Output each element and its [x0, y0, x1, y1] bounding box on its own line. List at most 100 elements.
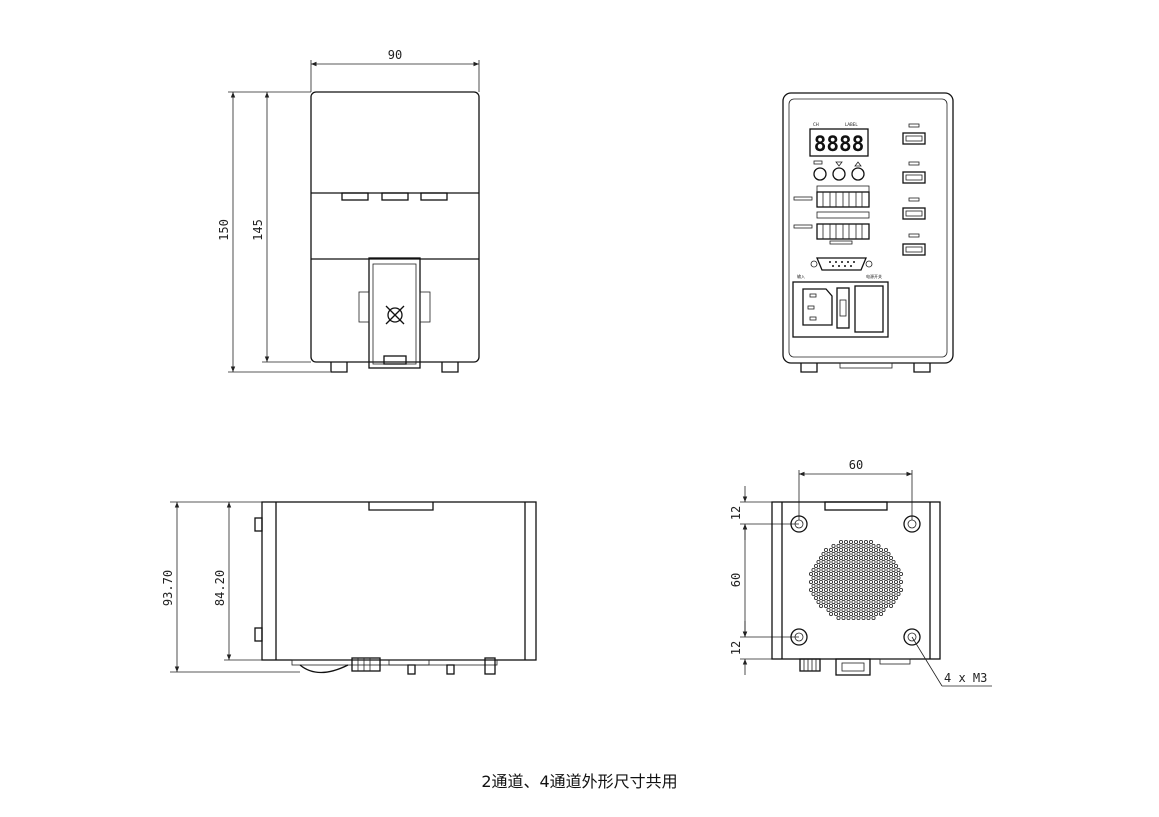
- vent-hole: [834, 556, 839, 561]
- vent-hole: [846, 608, 851, 613]
- ventilation-grid: [809, 540, 904, 621]
- vent-hole: [841, 608, 846, 613]
- vent-hole: [856, 592, 861, 597]
- vent-hole: [829, 548, 834, 553]
- vent-hole: [834, 596, 839, 601]
- terminal-block-2: [793, 211, 870, 240]
- vent-hole: [839, 580, 844, 585]
- vent-hole: [854, 612, 859, 617]
- vent-hole: [886, 552, 891, 557]
- vent-hole: [841, 544, 846, 549]
- vent-hole: [876, 576, 881, 581]
- vent-hole: [844, 548, 849, 553]
- vent-hole: [834, 580, 839, 585]
- vent-hole: [851, 608, 856, 613]
- fuse-holder: [836, 287, 850, 329]
- vent-hole: [811, 568, 816, 573]
- vent-hole: [874, 548, 879, 553]
- vent-hole: [819, 596, 824, 601]
- vent-hole: [881, 584, 886, 589]
- vent-hole: [869, 596, 874, 601]
- vent-hole: [851, 600, 856, 605]
- vent-hole: [844, 588, 849, 593]
- vent-hole: [871, 608, 876, 613]
- vent-hole: [889, 556, 894, 561]
- menu-button: [813, 167, 827, 181]
- vent-hole: [879, 588, 884, 593]
- vent-hole: [884, 580, 889, 585]
- vent-hole: [881, 560, 886, 565]
- vent-hole: [881, 592, 886, 597]
- vent-hole: [846, 568, 851, 573]
- vent-hole: [861, 576, 866, 581]
- vent-hole: [816, 576, 821, 581]
- db9-connector: [810, 240, 873, 271]
- vent-hole: [891, 568, 896, 573]
- vent-hole: [861, 616, 866, 621]
- vent-hole: [884, 556, 889, 561]
- vent-hole: [874, 564, 879, 569]
- up-button: [851, 167, 865, 181]
- front-height-inner-label: 145: [251, 219, 265, 241]
- vent-hole: [866, 560, 871, 565]
- vent-hole: [809, 572, 814, 577]
- vent-hole: [831, 608, 836, 613]
- vent-hole: [834, 564, 839, 569]
- vent-hole: [851, 584, 856, 589]
- vent-hole: [824, 580, 829, 585]
- vent-hole: [824, 548, 829, 553]
- vent-hole: [891, 584, 896, 589]
- vent-hole: [854, 596, 859, 601]
- vent-hole: [861, 544, 866, 549]
- bottom-view: 60 12 60 12: [729, 458, 992, 687]
- vent-hole: [846, 600, 851, 605]
- vent-hole: [836, 544, 841, 549]
- display-label-left: CH: [813, 122, 819, 127]
- vent-hole: [814, 588, 819, 593]
- vent-hole: [831, 584, 836, 589]
- vent-hole: [849, 588, 854, 593]
- vent-hole: [859, 548, 864, 553]
- vent-hole: [869, 556, 874, 561]
- vent-hole: [839, 564, 844, 569]
- vent-hole: [839, 612, 844, 617]
- vent-hole: [859, 596, 864, 601]
- edge-offset-top-label: 12: [729, 506, 743, 520]
- vent-hole: [864, 540, 869, 545]
- vent-hole: [859, 588, 864, 593]
- vent-hole: [886, 560, 891, 565]
- vent-hole: [856, 560, 861, 565]
- vent-hole: [821, 600, 826, 605]
- vent-hole: [869, 548, 874, 553]
- vent-hole: [876, 600, 881, 605]
- vent-hole: [864, 604, 869, 609]
- vent-hole: [866, 568, 871, 573]
- vent-hole: [881, 600, 886, 605]
- vent-hole: [839, 556, 844, 561]
- vent-hole: [864, 588, 869, 593]
- vent-hole: [836, 568, 841, 573]
- vent-hole: [856, 600, 861, 605]
- vent-hole: [879, 556, 884, 561]
- vent-hole: [866, 544, 871, 549]
- vent-hole: [856, 552, 861, 557]
- vent-hole: [879, 580, 884, 585]
- vent-hole: [849, 548, 854, 553]
- led-display-digits: 8888: [814, 132, 865, 156]
- vent-hole: [864, 556, 869, 561]
- vent-hole: [834, 548, 839, 553]
- vent-hole: [834, 572, 839, 577]
- vent-hole: [836, 600, 841, 605]
- vent-hole: [826, 576, 831, 581]
- vent-hole: [881, 608, 886, 613]
- hole-spacing-y-label: 60: [729, 573, 743, 587]
- vent-hole: [836, 608, 841, 613]
- vent-hole: [871, 560, 876, 565]
- vent-hole: [846, 576, 851, 581]
- vent-hole: [866, 576, 871, 581]
- vent-hole: [861, 552, 866, 557]
- vent-hole: [871, 616, 876, 621]
- vent-hole: [851, 592, 856, 597]
- front-view: 90 150 145: [217, 48, 480, 373]
